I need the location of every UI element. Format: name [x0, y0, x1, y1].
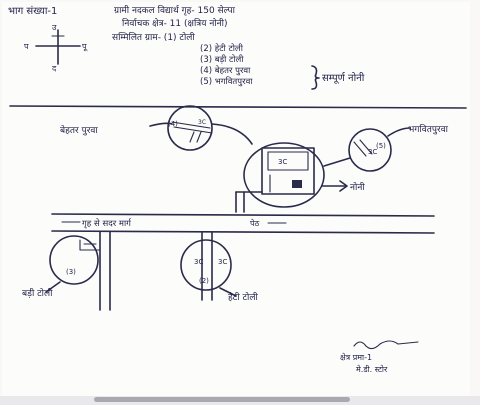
svg-text:उ: उ — [52, 23, 57, 32]
svg-text:3C: 3C — [218, 258, 227, 266]
village-2: (2) हेटी टोली — [200, 43, 244, 54]
village-3: (3) बड़ी टोली — [200, 54, 244, 65]
pointer-bottom-left — [45, 281, 61, 293]
brace-label: सम्पूर्ण नोनी — [322, 72, 365, 84]
hamlet-circle-3: (3) — [49, 235, 101, 285]
hamlet-circle-5: 3C (5) — [348, 128, 392, 172]
compass-icon: उ द पू प — [24, 23, 89, 73]
svg-text:प: प — [24, 42, 29, 51]
connector-5 — [323, 157, 351, 167]
svg-text:(2): (2) — [199, 277, 209, 285]
label-center-right: नोनी — [350, 181, 365, 193]
village-5: (5) भगवितपुरवा — [200, 76, 253, 87]
svg-text:(3): (3) — [66, 268, 76, 276]
svg-text:3C: 3C — [194, 258, 203, 266]
scrollbar-thumb[interactable] — [94, 397, 350, 402]
svg-text:द: द — [52, 64, 57, 73]
hamlet-circle-2: 3C 3C (2) — [180, 239, 232, 291]
road-top-edge — [51, 213, 435, 217]
svg-text:पू: पू — [82, 42, 89, 52]
header-line-2: निर्वाचक क्षेत्र- 11 (क्षत्रिय नोनी) — [122, 17, 228, 29]
divider-line — [9, 105, 467, 109]
signature: क्षेत्र प्रमा-1 मे.डी. स्टोर — [340, 340, 419, 374]
header-line-3: सम्मिलित ग्राम- (1) टोली — [112, 31, 195, 43]
central-cluster: 3C — [243, 142, 325, 208]
label-top-left: बेहतर पुरवा — [60, 124, 98, 136]
svg-text:3C: 3C — [278, 158, 287, 166]
village-4: (4) बेहतर पुरवा — [200, 65, 251, 76]
road-arrow-label: पेठ — [250, 218, 260, 228]
road-bottom-edge — [51, 230, 435, 234]
svg-text:3C: 3C — [368, 148, 377, 156]
svg-text:मे.डी. स्टोर: मे.डी. स्टोर — [356, 364, 388, 374]
label-bottom-left: बड़ी टोली — [22, 287, 53, 299]
pointer-top-right — [387, 127, 411, 137]
label-bottom-center: हेटी टोली — [228, 291, 258, 303]
label-top-right: भगवितपुरवा — [408, 123, 449, 135]
svg-text:3C: 3C — [198, 119, 206, 126]
pointer-top-left — [149, 122, 173, 127]
svg-text:क्षेत्र प्रमा-1: क्षेत्र प्रमा-1 — [340, 352, 372, 362]
connector-4 — [211, 123, 253, 145]
road-label: गृह से सदर मार्ग — [82, 218, 132, 229]
svg-text:(4): (4) — [168, 120, 178, 128]
pointer-bottom-center — [219, 287, 237, 297]
hamlet-circle-4: (4) 3C — [167, 105, 213, 151]
part-number: भाग संख्या-1 — [8, 5, 57, 17]
header-line-1: ग्रामी नदकल विद्यार्थ गृह- 150 सेल्पा — [114, 4, 236, 16]
brace — [311, 65, 320, 90]
svg-text:(5): (5) — [376, 142, 386, 150]
